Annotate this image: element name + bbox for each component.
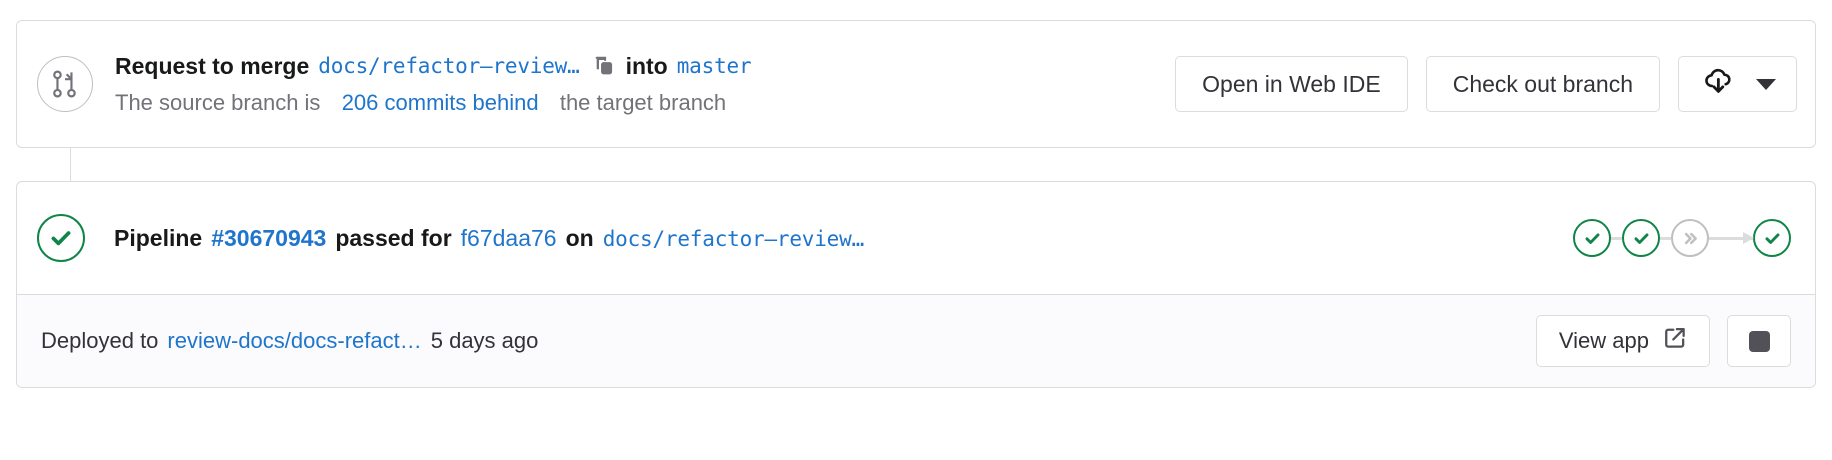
open-in-web-ide-button[interactable]: Open in Web IDE: [1175, 56, 1408, 112]
view-app-button[interactable]: View app: [1535, 315, 1710, 367]
pipeline-id-link[interactable]: #30670943: [211, 224, 327, 251]
stop-environment-button[interactable]: [1727, 315, 1791, 367]
deployment-text: Deployed to review-docs/docs-refact… 5 day…: [41, 328, 1536, 354]
check-out-branch-button[interactable]: Check out branch: [1425, 56, 1660, 112]
merge-request-actions: Open in Web IDE Check out branch: [1175, 56, 1797, 112]
stage-status-skipped[interactable]: [1671, 219, 1709, 257]
commits-behind-link[interactable]: 206 commits behind: [341, 89, 539, 115]
external-link-icon: [1663, 326, 1687, 356]
stage-connector: [1611, 236, 1622, 240]
pipeline-on-label: on: [565, 224, 594, 251]
view-app-label: View app: [1558, 328, 1649, 353]
cloud-download-icon: [1703, 68, 1734, 101]
merge-request-card: Request to merge docs/refactor–review… i…: [16, 20, 1816, 148]
source-branch-link[interactable]: docs/refactor–review…: [318, 53, 580, 78]
behind-suffix-label: the target branch: [559, 89, 727, 115]
card-connector-line: [70, 148, 71, 182]
environment-link[interactable]: review-docs/docs-refact…: [167, 328, 422, 353]
deployment-row: Deployed to review-docs/docs-refact… 5 day…: [17, 294, 1815, 387]
chevron-down-icon: [1756, 78, 1776, 90]
deployed-to-label: Deployed to: [41, 328, 159, 353]
behind-prefix-label: The source branch is: [115, 89, 321, 115]
pipeline-stages: [1573, 219, 1791, 257]
request-to-merge-label: Request to merge: [115, 52, 310, 79]
merge-request-text: Request to merge docs/refactor–review… i…: [115, 50, 1155, 119]
pipeline-label: Pipeline: [114, 224, 203, 251]
pipeline-branch-link[interactable]: docs/refactor–review…: [602, 226, 865, 251]
copy-icon[interactable]: [590, 51, 620, 81]
into-label: into: [625, 52, 668, 79]
stage-connector-arrow: [1709, 231, 1754, 244]
target-branch-link[interactable]: master: [676, 53, 752, 78]
check-circle-icon: [37, 214, 85, 262]
stage-status-passed-3[interactable]: [1753, 219, 1791, 257]
merge-request-title-line: Request to merge docs/refactor–review… i…: [115, 50, 1155, 83]
stage-connector: [1660, 236, 1671, 240]
stop-square-icon: [1748, 330, 1770, 352]
merge-request-icon: [37, 56, 93, 112]
download-dropdown-button[interactable]: [1678, 56, 1797, 112]
stage-status-passed-1[interactable]: [1573, 219, 1611, 257]
pipeline-state-label: passed for: [335, 224, 452, 251]
merge-request-behind-line: The source branch is 206 commits behind …: [115, 87, 1155, 119]
deployment-time: 5 days ago: [430, 328, 539, 353]
stage-status-passed-2[interactable]: [1622, 219, 1660, 257]
commit-sha-link[interactable]: f67daa76: [460, 224, 557, 251]
deployment-actions: View app: [1535, 315, 1791, 367]
